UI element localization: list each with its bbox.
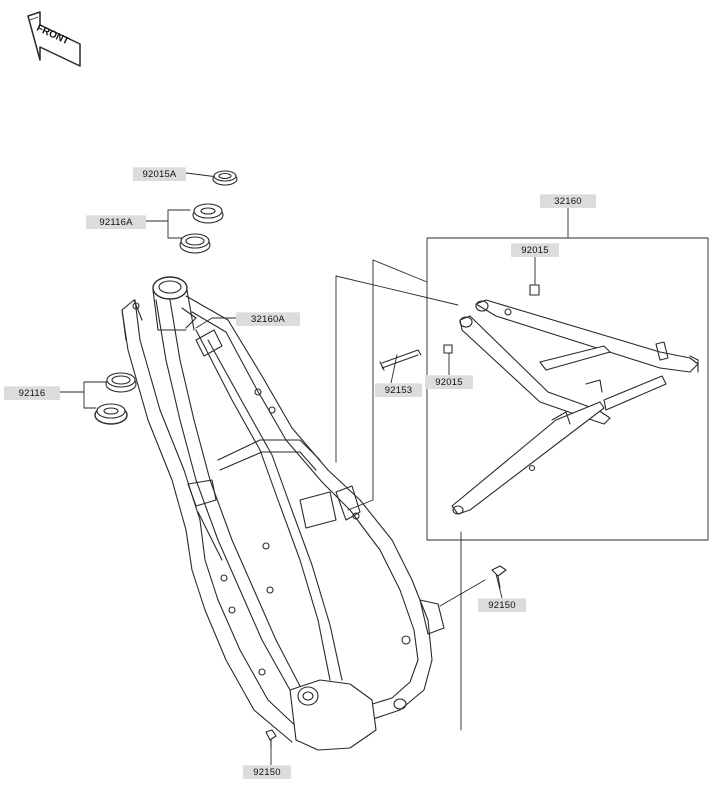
bolt-92150-bottom-part: [265, 729, 277, 749]
bolt-92015-part: [443, 284, 540, 354]
callout-92015-top[interactable]: 92015: [511, 243, 559, 257]
callout-92015-mid[interactable]: 92015: [425, 375, 473, 389]
callout-92116A[interactable]: 92116A: [86, 215, 146, 229]
callout-32160[interactable]: 32160: [540, 194, 596, 208]
bolt-92153-part: [379, 349, 422, 371]
callout-32160A[interactable]: 32160A: [236, 312, 300, 326]
callout-92015A[interactable]: 92015A: [133, 167, 186, 181]
lower-bearing-part: [94, 372, 137, 425]
leader-lines: [59, 172, 709, 766]
cap-nut-part: [212, 170, 238, 186]
subframe-part: [451, 299, 699, 515]
callout-92150-right[interactable]: 92150: [478, 598, 526, 612]
upper-bearing-part: [179, 203, 224, 254]
callout-92150-bottom[interactable]: 92150: [243, 765, 291, 779]
bolt-92150-part: [491, 565, 507, 589]
main-frame-part: [121, 276, 445, 751]
callout-92116[interactable]: 92116: [4, 386, 60, 400]
front-arrow-icon: [27, 11, 81, 67]
callout-92153[interactable]: 92153: [375, 383, 422, 397]
